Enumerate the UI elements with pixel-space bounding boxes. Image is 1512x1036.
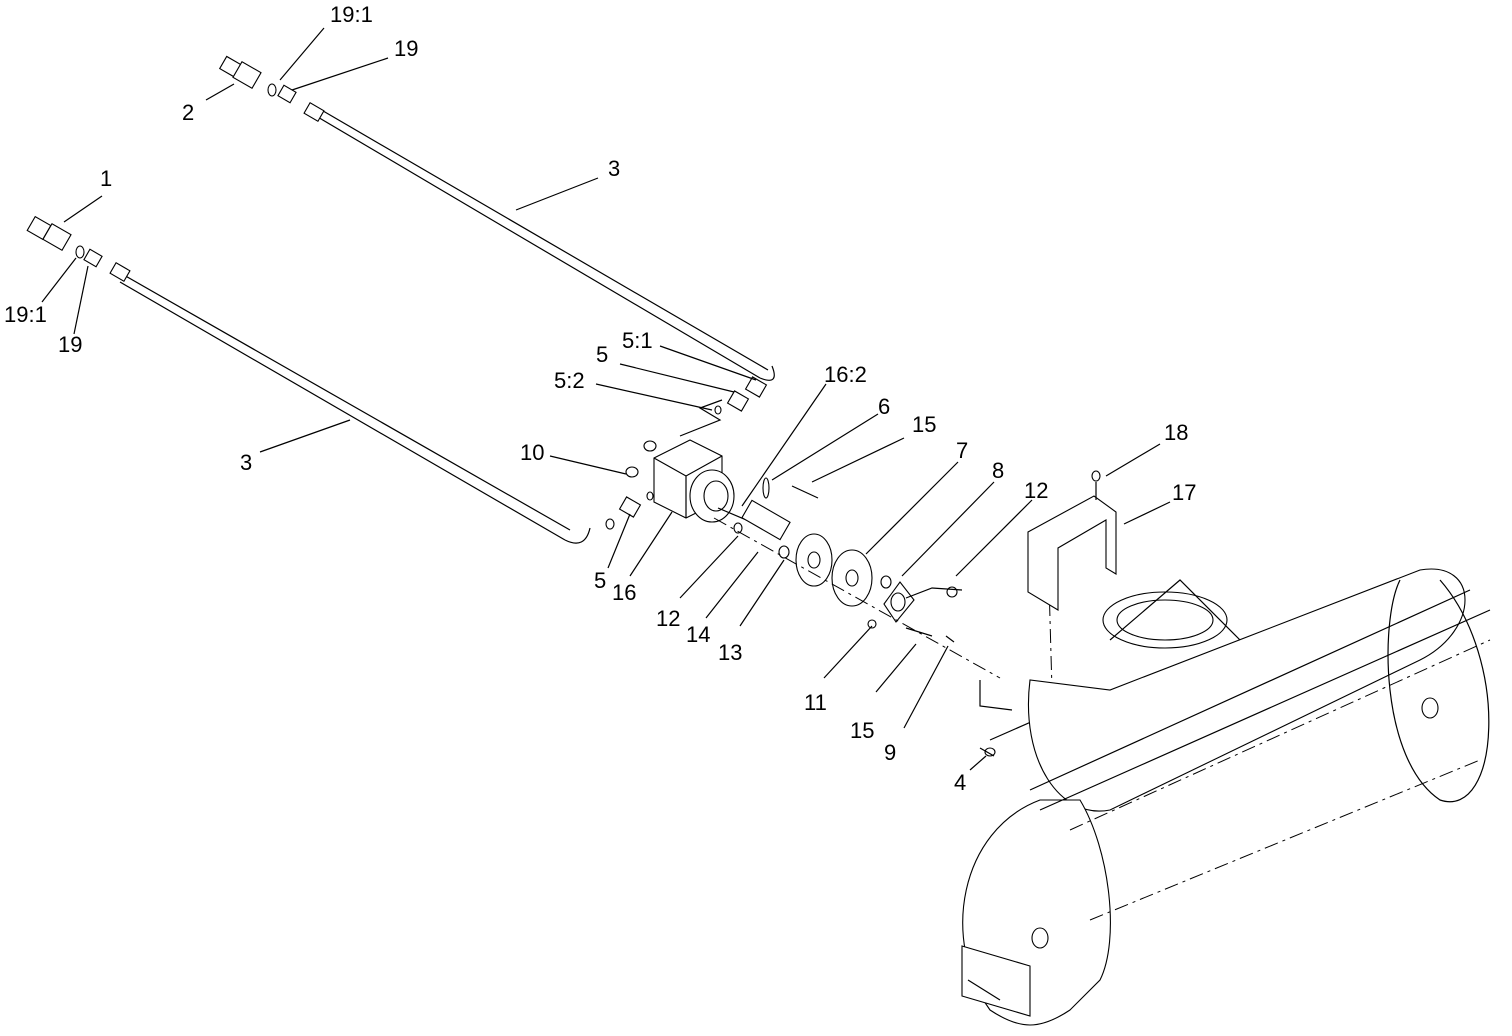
callout-9: 9 <box>884 740 896 765</box>
callout-12-right: 12 <box>1024 478 1048 503</box>
callout-15-bottom: 15 <box>850 718 874 743</box>
fitting-19-top <box>267 83 297 104</box>
callout-3-top: 3 <box>608 156 620 181</box>
alignment-lines <box>713 517 1053 741</box>
callout-18: 18 <box>1164 420 1188 445</box>
callout-4: 4 <box>954 770 966 795</box>
callout-16-2: 16:2 <box>824 362 867 387</box>
coupler-part-1 <box>26 215 72 252</box>
snowblower-housing <box>961 568 1491 1026</box>
callout-19-1-top: 19:1 <box>330 2 373 27</box>
callout-19-top: 19 <box>394 36 418 61</box>
callout-19-left: 19 <box>58 332 82 357</box>
callout-10: 10 <box>520 440 544 465</box>
fitting-5-lower <box>605 491 654 530</box>
callout-5-top: 5 <box>596 342 608 367</box>
callout-5-bottom: 5 <box>594 568 606 593</box>
lower-hydraulic-hose <box>109 262 591 544</box>
leader-lines <box>41 27 1171 771</box>
callout-5-2: 5:2 <box>554 368 585 393</box>
callout-17: 17 <box>1172 480 1196 505</box>
callout-11: 11 <box>804 690 827 715</box>
callout-16: 16 <box>612 580 636 605</box>
callout-3-left: 3 <box>240 450 252 475</box>
upper-hydraulic-hose <box>303 102 775 381</box>
callout-19-1-left: 19:1 <box>4 302 47 327</box>
shaft-coupler-parts <box>717 477 963 643</box>
coupler-part-2 <box>218 55 262 90</box>
callout-8: 8 <box>992 458 1004 483</box>
callout-12-bottom: 12 <box>656 606 680 631</box>
callout-15-top: 15 <box>912 412 936 437</box>
callout-labels: 19:1 19 2 3 1 19:1 19 5:1 5 5:2 16:2 6 1… <box>4 2 1196 795</box>
callout-13: 13 <box>718 640 742 665</box>
callout-5-1: 5:1 <box>622 328 653 353</box>
callout-1: 1 <box>100 166 112 191</box>
deflector-bracket <box>1027 470 1117 611</box>
callout-14: 14 <box>686 622 710 647</box>
hydraulic-motor <box>625 399 735 523</box>
callout-2: 2 <box>182 100 194 125</box>
callout-7: 7 <box>956 438 968 463</box>
callout-6: 6 <box>878 394 890 419</box>
fitting-19-left <box>75 245 103 268</box>
fitting-5-upper <box>714 376 768 415</box>
